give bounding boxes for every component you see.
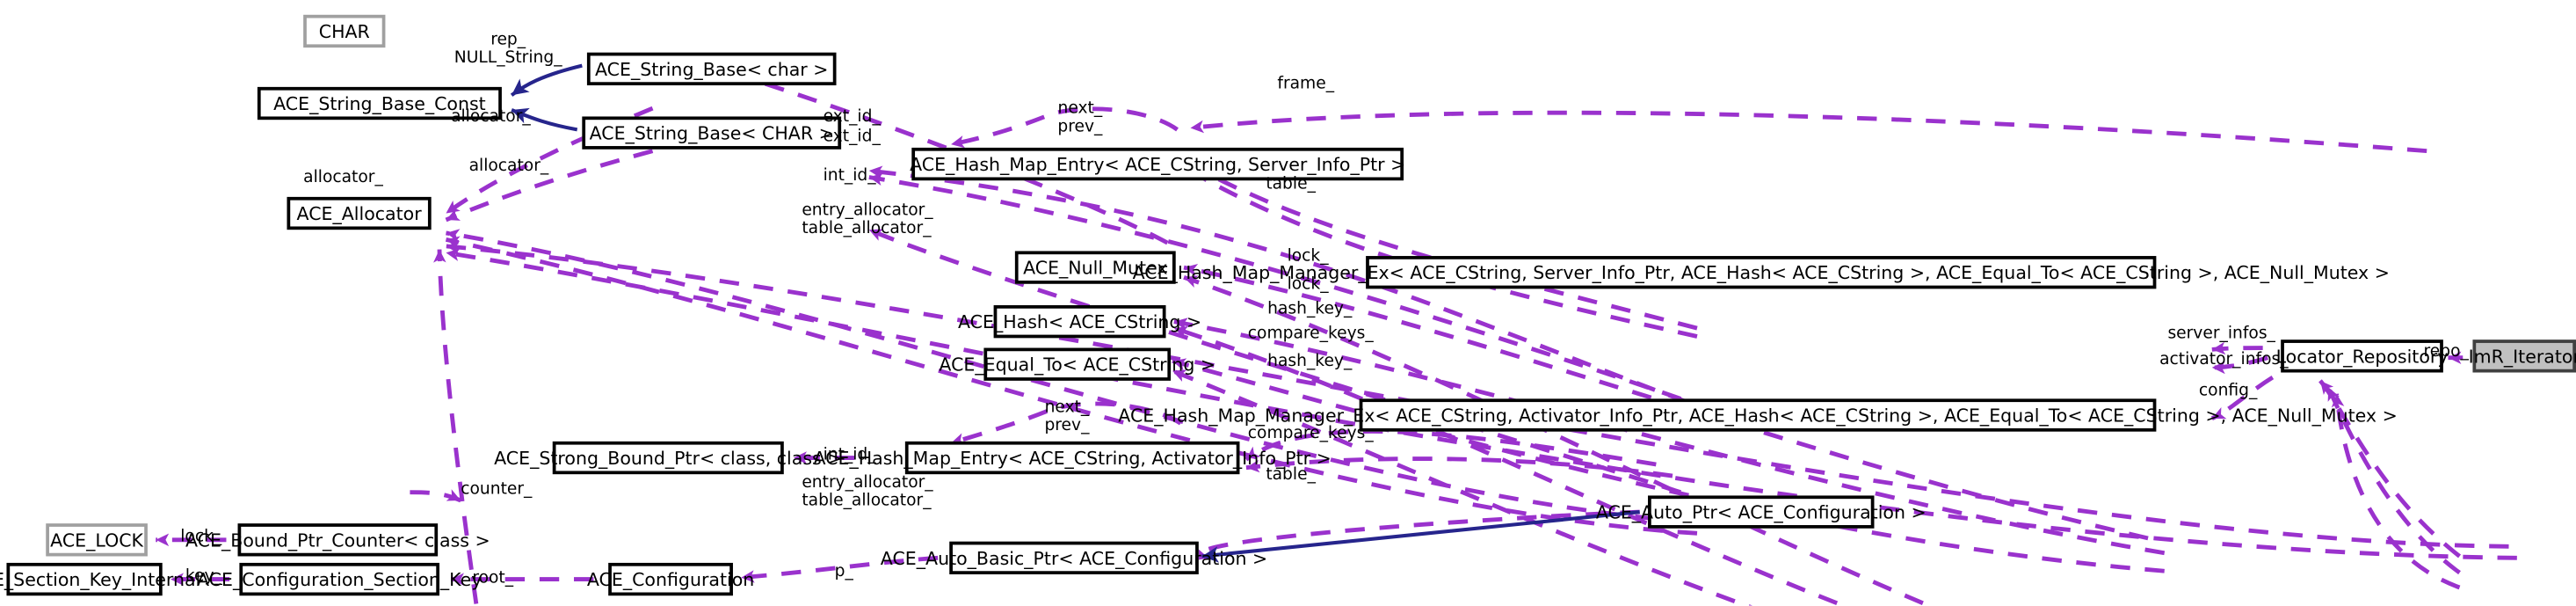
edge-label-ext-id-2: ext_id_ <box>823 128 881 147</box>
node-ace-string-base-const[interactable]: ACE_String_Base_Const <box>257 86 502 120</box>
edge-label-key: key_ <box>185 567 222 587</box>
edge-label-repo: repo_ <box>2423 342 2469 361</box>
node-ace-auto-basic-ptr-configuration[interactable]: ACE_Auto_Basic_Ptr< ACE_Configuration > <box>881 541 1267 574</box>
node-ace-configuration[interactable]: ACE_Configuration <box>587 562 754 596</box>
edge-label-allocator-1: allocator_ <box>451 108 531 127</box>
node-ace-string-base-char[interactable]: ACE_String_Base< char > <box>586 52 837 86</box>
edge-label-ext-id-1: ext_id_ <box>823 108 881 127</box>
edge-label-table-1: table_ <box>1266 175 1316 194</box>
node-ace-lock[interactable]: ACE_LOCK <box>46 523 148 557</box>
node-ace-equal-to-cstring[interactable]: ACE_Equal_To< ACE_CString > <box>939 347 1215 381</box>
node-hash-map-manager-ex-server-info[interactable]: ACE_Hash_Map_Manager_Ex< ACE_CString, Se… <box>1133 256 2390 289</box>
edge-label-root: root_ <box>472 569 514 588</box>
edge-label-frame: frame_ <box>1277 75 1335 94</box>
edge-label-config: config_ <box>2198 382 2258 401</box>
edge-label-activator-infos: activator_infos_ <box>2159 351 2289 369</box>
edge-label-entry-table-allocator-2: entry_allocator_ table_allocator_ <box>802 474 933 511</box>
node-hash-map-manager-ex-activator-info[interactable]: ACE_Hash_Map_Manager_Ex< ACE_CString, Ac… <box>1118 398 2398 432</box>
node-ace-section-key-internal[interactable]: ACE_Section_Key_Internal <box>0 562 200 596</box>
edge-label-int-id-2: int_id_ <box>823 446 876 464</box>
node-ace-strong-bound-ptr[interactable]: ACE_Strong_Bound_Ptr< class, class > <box>494 441 842 475</box>
node-ace-bound-ptr-counter[interactable]: ACE_Bound_Ptr_Counter< class > <box>185 523 490 557</box>
node-char[interactable]: CHAR <box>303 14 386 48</box>
node-ace-hash-cstring[interactable]: ACE_Hash< ACE_CString > <box>958 305 1201 339</box>
edge-label-hash-key-2: hash_key_ <box>1267 353 1353 371</box>
edge-label-p: p_ <box>834 562 853 581</box>
edge-label-counter: counter_ <box>461 480 533 500</box>
edge-label-compare-keys-2: compare_keys_ <box>1247 425 1374 443</box>
edge-label-lock-1: lock_ <box>1287 247 1329 266</box>
edge-label-allocator-3: allocator_ <box>468 157 549 176</box>
node-hash-map-entry-server-info[interactable]: ACE_Hash_Map_Entry< ACE_CString, Server_… <box>910 147 1405 181</box>
edge-label-allocator-2: allocator_ <box>303 169 383 187</box>
node-ace-configuration-section-key[interactable]: ACE_Configuration_Section_Key <box>197 562 482 596</box>
edge-label-entry-table-allocator-1: entry_allocator_ table_allocator_ <box>802 201 933 238</box>
edge-label-hash-key-1: hash_key_ <box>1267 300 1353 318</box>
edge-label-next-prev-2: next_ prev_ <box>1044 398 1090 435</box>
edge-label-table-2: table_ <box>1266 465 1316 485</box>
node-locator-repository[interactable]: Locator_Repository <box>2276 340 2449 373</box>
edge-label-rep-null-string: rep_ NULL_String_ <box>454 31 562 68</box>
edge-label-server-infos: server_infos_ <box>2167 325 2275 343</box>
node-ace-allocator[interactable]: ACE_Allocator <box>287 196 432 230</box>
node-ace-null-mutex[interactable]: ACE_Null_Mutex <box>1014 251 1176 284</box>
node-ace-string-base-CHAR[interactable]: ACE_String_Base< CHAR > <box>582 116 842 150</box>
node-imr-iterator[interactable]: ImR_Iterator <box>2469 340 2576 373</box>
node-ace-auto-ptr-configuration[interactable]: ACE_Auto_Ptr< ACE_Configuration > <box>1596 495 1927 529</box>
edge-label-lock-2: lock_ <box>1287 275 1329 294</box>
edge-label-lock-3: lock_ <box>180 528 222 547</box>
node-hash-map-entry-activator-info[interactable]: ACE_Hash_Map_Entry< ACE_CString, Activat… <box>813 441 1332 475</box>
edge-label-next-prev-1: next_ prev_ <box>1057 99 1103 136</box>
edge-label-int-id-1: int_id_ <box>823 167 876 186</box>
edge-label-compare-keys-1: compare_keys_ <box>1247 325 1374 343</box>
